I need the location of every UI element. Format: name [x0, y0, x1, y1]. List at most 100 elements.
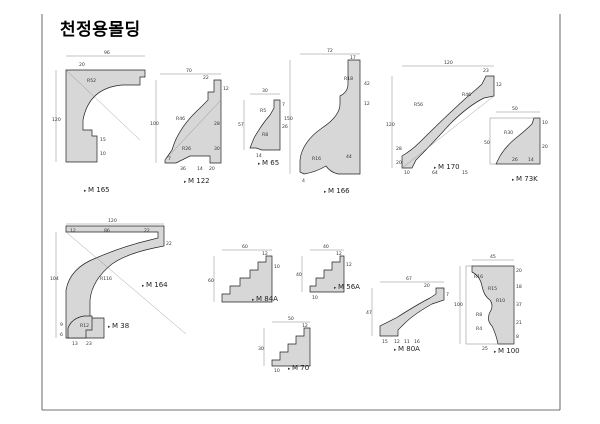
m80a-dim-bottom-d: 16 — [414, 339, 420, 345]
m65-label: M 65 — [262, 159, 279, 167]
m100-dim-r10: R10 — [496, 298, 505, 304]
m166-dim-top: 17 — [350, 55, 356, 61]
molding-m100: 45 R16 R15 R10 R8 R4 100 20 18 37 21 8 2… — [454, 254, 522, 355]
m165-dim-step-b: 10 — [100, 151, 106, 157]
m170-dim-width: 120 — [444, 60, 453, 66]
m100-dim-bottom: 25 — [482, 346, 488, 352]
m84a-dim-side: 10 — [274, 264, 280, 270]
m65-label-mark: ▸ — [258, 162, 261, 167]
m122-label: M 122 — [188, 177, 210, 185]
m122-dim-r46: R46 — [176, 116, 185, 122]
molding-m122: 70 22 12 100 R46 R26 36 14 20 28 30 7 M … — [150, 68, 229, 185]
m80a-dim-height: 47 — [366, 310, 372, 316]
m65-dim-side-a: 7 — [282, 102, 285, 108]
m122-dim-base: 7 — [168, 156, 171, 162]
m80a-dim-top: 20 — [424, 283, 430, 289]
m166-dim-side-a: 42 — [364, 81, 370, 87]
m165-dim-radius: R52 — [87, 78, 96, 84]
molding-m38: R12 23 9 6 13 M 38 — [60, 315, 129, 347]
m100-label: M 100 — [498, 347, 520, 355]
m170-dim-r46: R46 — [462, 92, 471, 98]
m165-dim-top: 20 — [79, 62, 85, 68]
m80a-label: M 80A — [398, 345, 420, 353]
m100-dim-r15: R15 — [488, 286, 497, 292]
molding-m56a: 40 12 40 12 10 M 56A — [296, 244, 360, 301]
m164-dim-height: 104 — [50, 276, 59, 282]
m100-dim-height: 100 — [454, 302, 463, 308]
m100-dim-side-a: 20 — [516, 268, 522, 274]
m70-profile — [271, 327, 311, 367]
m170-dim-top: 23 — [483, 68, 489, 74]
m166-dim-side-b: 12 — [364, 101, 370, 107]
m56a-dim-height: 40 — [296, 272, 302, 278]
m170-label: M 170 — [438, 163, 460, 171]
m166-dim-r16: R16 — [312, 156, 321, 162]
m56a-label: M 56A — [338, 283, 360, 291]
m165-dim-height: 120 — [52, 117, 61, 123]
m170-dim-left-a: 28 — [396, 146, 402, 152]
m122-dim-bottom-c: 20 — [209, 166, 215, 172]
m170-dim-side: 12 — [496, 82, 502, 88]
m166-profile — [299, 59, 361, 175]
m38-dim-left-b: 6 — [60, 332, 63, 338]
m65-dim-r5: R5 — [260, 108, 266, 114]
m84a-label-mark: ▸ — [252, 298, 255, 303]
m38-label: M 38 — [112, 322, 129, 330]
m73k-dim-bottom-b: 14 — [528, 157, 534, 163]
m80a-dim-bottom-a: 15 — [382, 339, 388, 345]
m80a-label-mark: ▸ — [394, 348, 397, 353]
m164-dim-top-a: 12 — [70, 228, 76, 234]
m122-dim-right-a: 28 — [214, 121, 220, 127]
m100-dim-r4: R4 — [476, 326, 482, 332]
m70-label-mark: ▸ — [288, 367, 291, 372]
m164-dim-top-b: 86 — [104, 228, 110, 234]
m56a-dim-width: 40 — [323, 244, 329, 250]
m164-dim-width: 120 — [108, 218, 117, 224]
m65-dim-height: 57 — [238, 122, 244, 128]
m84a-label: M 84A — [256, 295, 278, 303]
molding-m164: 120 12 86 22 22 R116 104 M 164 — [50, 218, 187, 339]
m70-dim-width: 50 — [288, 316, 294, 322]
m165-profile — [65, 69, 146, 163]
m80a-profile — [379, 287, 445, 337]
m73k-dim-side-a: 10 — [542, 120, 548, 126]
m84a-dim-height: 60 — [208, 278, 214, 284]
m166-dim-r18: R18 — [344, 76, 353, 82]
m56a-label-mark: ▸ — [334, 286, 337, 291]
m80a-dim-side: 7 — [446, 292, 449, 298]
m70-dim-base: 10 — [274, 368, 280, 374]
m80a-dim-width: 67 — [406, 276, 412, 282]
m164-dim-top-c: 22 — [144, 228, 150, 234]
m100-dim-side-b: 18 — [516, 284, 522, 290]
m70-label: M 70 — [292, 364, 309, 372]
m73k-profile — [495, 117, 541, 165]
m166-dim-width: 72 — [327, 48, 333, 54]
m73k-label-mark: ▸ — [512, 178, 515, 183]
m122-profile — [164, 79, 222, 164]
m170-guide — [401, 95, 495, 169]
m122-dim-side: 12 — [223, 86, 229, 92]
m65-dim-width: 30 — [262, 88, 268, 94]
m38-dim-bottom: 23 — [86, 341, 92, 347]
m70-dim-top: 12 — [302, 323, 308, 329]
page-title: 천정용몰딩 — [60, 20, 141, 40]
m170-dim-r56: R56 — [414, 102, 423, 108]
m166-dim-height: 150 — [284, 116, 293, 122]
m122-dim-height: 100 — [150, 121, 159, 127]
m170-dim-bottom-b: 64 — [432, 170, 438, 176]
m122-label-mark: ▸ — [184, 180, 187, 185]
m164-label-mark: ▸ — [142, 284, 145, 289]
m164-label: M 164 — [146, 281, 168, 289]
m165-dim-width: 96 — [104, 50, 110, 56]
m73k-frame — [489, 117, 541, 165]
molding-m170: 120 23 12 R56 R46 120 28 20 10 64 15 M 1… — [386, 60, 502, 176]
m100-dim-side-e: 8 — [516, 334, 519, 340]
m84a-dim-top: 12 — [262, 251, 268, 257]
m122-guide — [164, 99, 222, 161]
m166-label: M 166 — [328, 187, 350, 195]
molding-m80a: 67 20 7 47 15 12 11 16 M 80A — [366, 276, 449, 353]
molding-m166: 72 17 R18 R16 150 42 12 44 4 M 166 — [284, 48, 370, 195]
m166-dim-base: 4 — [302, 178, 305, 184]
m100-dim-side-c: 37 — [516, 302, 522, 308]
